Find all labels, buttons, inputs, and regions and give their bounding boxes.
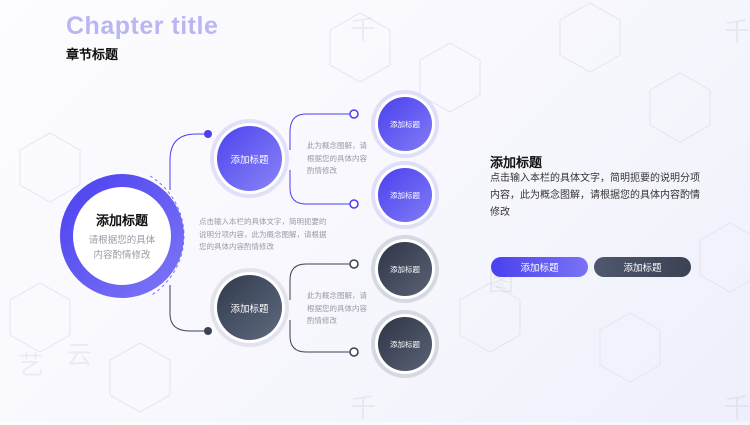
- panel-title: 添加标题: [490, 156, 543, 171]
- watermark-glyph: 千: [724, 394, 750, 424]
- branch-node-label: 添加标题: [230, 303, 269, 315]
- leaf-node: 添加标题: [378, 168, 432, 222]
- watermark-glyph: 千: [350, 16, 377, 46]
- leaf-node-label: 添加标题: [390, 264, 420, 274]
- leaf-node: 添加标题: [378, 242, 432, 296]
- leaf-node-label: 添加标题: [390, 339, 420, 349]
- add-title-button-blue[interactable]: 添加标题: [491, 257, 588, 277]
- branch-node-label: 添加标题: [230, 154, 269, 166]
- panel-body: 点击输入本栏的具体文字，简明扼要的说明分项内容，此为概念图解，请根据您的具体内容…: [490, 173, 700, 218]
- watermark-glyph: 艺: [18, 351, 45, 381]
- chapter-title-en: Chapter title: [66, 12, 219, 40]
- leaf-node-label: 添加标题: [390, 190, 420, 200]
- add-title-button-dark[interactable]: 添加标题: [594, 257, 691, 277]
- main-node-title: 添加标题: [95, 213, 148, 229]
- branch-node-top: 添加标题: [217, 126, 282, 191]
- chapter-title-cn: 章节标题: [66, 48, 119, 63]
- watermark-glyph: 千: [724, 18, 750, 48]
- leaf-node-label: 添加标题: [390, 119, 420, 129]
- watermark-glyph: 千: [350, 394, 377, 424]
- branch-node-bottom: 添加标题: [217, 275, 282, 340]
- leaf-node: 添加标题: [378, 97, 432, 151]
- leaf-node: 添加标题: [378, 317, 432, 371]
- main-node: 添加标题 请根据您的具体内容酌情修改: [73, 187, 171, 285]
- branch-note-bottom: 此为概念图解，请 根据您的具体内容 酌情修改: [307, 291, 367, 325]
- watermark-glyph: 云: [66, 341, 93, 371]
- main-node-subtitle: 请根据您的具体内容酌情修改: [88, 234, 156, 261]
- center-note: 点击输入本栏的具体文字，简明扼要的 说明分项内容，此为概念图解，请根据 您的具体…: [199, 217, 327, 251]
- branch-note-top: 此为概念图解，请 根据您的具体内容 酌情修改: [307, 141, 367, 175]
